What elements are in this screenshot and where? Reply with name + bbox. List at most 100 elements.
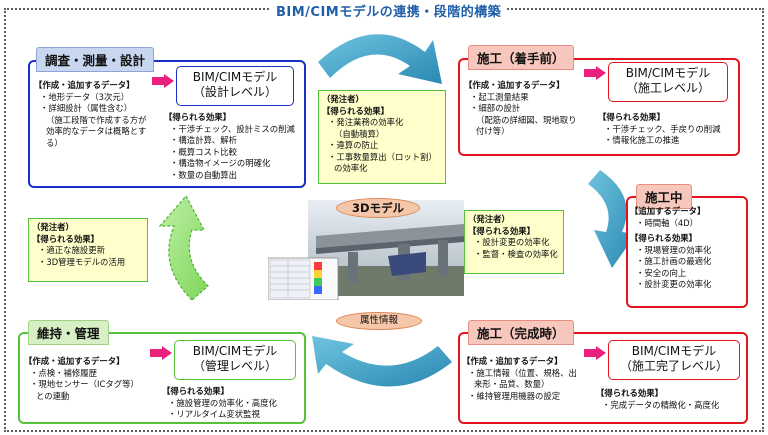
construct-mid-effect: ・安全の向上 [636, 267, 687, 278]
construct-mid-header: 施工中 [636, 184, 692, 209]
owner-effects-heading: 【得られる効果】 [322, 105, 389, 116]
arrow-right-icon [584, 346, 606, 360]
design-effects: 【得られる効果】 ・干渉チェック、設計ミスの削減 ・構造計算、解析 ・概算コスト… [164, 112, 295, 181]
maintenance-data-heading: 【作成・追加するデータ】 [24, 356, 125, 366]
maintenance-data: 【作成・追加するデータ】 ・点検・補修履歴 ・現地センサー（ICタグ等） との連… [24, 356, 139, 402]
construct-start-model-box: BIM/CIMモデル （施工レベル） [608, 62, 728, 102]
design-effect: ・概算コスト比較 [170, 146, 237, 157]
model-name: BIM/CIMモデル [625, 66, 711, 80]
maintenance-data-item: ・現地センサー（ICタグ等） [30, 379, 139, 389]
model-level: （管理レベル） [192, 359, 277, 373]
flow-arrow-right [588, 170, 636, 268]
construct-mid-effect: ・施工計画の最適化 [636, 256, 712, 266]
owner-effects-heading: 【得られる効果】 [32, 233, 99, 244]
construct-done-header: 施工（完成時） [468, 320, 574, 345]
construct-done-effect: ・完成データの精緻化・高度化 [602, 399, 720, 410]
design-data: 【作成・追加するデータ】 ・地形データ（3次元） ・詳細設計（属性含む） （施工… [34, 80, 147, 149]
owner-heading: （発注者） [32, 222, 74, 232]
design-header: 調査・測量・設計 [36, 47, 155, 72]
construct-done-data: 【作成・追加するデータ】 ・施工情報（位置、規格、出 来形・品質、数量） ・維持… [462, 356, 577, 402]
construct-done-data-item: ・施工情報（位置、規格、出 [468, 367, 577, 378]
arrow-right-icon [150, 346, 172, 360]
design-data-item: （施工段階で作成する方が [46, 114, 147, 125]
design-data-item: ・地形データ（3次元） [40, 91, 130, 102]
design-effect: ・構造物イメージの明確化 [170, 158, 271, 168]
model-name: BIM/CIMモデル [631, 344, 717, 358]
construct-done-model-box: BIM/CIMモデル （施工完了レベル） [608, 340, 740, 380]
bridge-3d-model-image [268, 200, 464, 300]
construct-done-effects-heading: 【得られる効果】 [596, 388, 663, 398]
construct-mid-data-item: ・時間軸（4D） [636, 217, 699, 228]
owner-effect: ・適正な施設更新 [38, 245, 105, 255]
maintenance-effects-heading: 【得られる効果】 [162, 386, 229, 396]
design-data-heading: 【作成・追加するデータ】 [34, 80, 135, 90]
construct-mid-effects-heading: 【得られる効果】 [630, 233, 697, 243]
construct-done-data-item: 来形・品質、数量） [474, 379, 550, 389]
maintenance-data-item: との連動 [36, 390, 70, 401]
main-title: BIM/CIMモデルの連携・段階的構築 [270, 1, 508, 20]
design-effect: ・干渉チェック、設計ミスの削減 [170, 123, 295, 134]
flow-arrow-top [318, 34, 442, 84]
construct-start-effects-heading: 【得られる効果】 [598, 112, 665, 122]
construct-done-data-heading: 【作成・追加するデータ】 [462, 356, 563, 366]
maintenance-effects: 【得られる効果】 ・施設管理の効率化・高度化 ・リアルタイム変状監視 [162, 386, 277, 421]
construct-start-data: 【作成・追加するデータ】 ・起工測量結果 ・細部の設計 （配筋の詳細図、現地取り… [464, 80, 577, 138]
construct-start-effect: ・情報化施工の推進 [604, 135, 680, 145]
owner-design-box [318, 90, 446, 184]
construct-start-header: 施工（着手前） [468, 45, 574, 70]
owner-effect: ・工事数量算出（ロット割） [328, 151, 437, 162]
construct-start-effects: 【得られる効果】 ・干渉チェック、手戻りの削減 ・情報化施工の推進 [598, 112, 721, 147]
construct-start-data-heading: 【作成・追加するデータ】 [464, 80, 565, 90]
construct-start-effect: ・干渉チェック、手戻りの削減 [604, 123, 721, 134]
3d-model-label: 3Dモデル [336, 198, 420, 218]
design-effect: ・構造計算、解析 [170, 135, 237, 145]
construct-start-data-item: ・細部の設計 [470, 103, 521, 113]
owner-effect: ・設計変更の効率化 [474, 237, 550, 247]
owner-maint-box [28, 218, 148, 282]
owner-construct-box [464, 210, 564, 274]
construct-start-data-item: （配筋の詳細図、現地取り [476, 114, 577, 125]
maintenance-model-box: BIM/CIMモデル （管理レベル） [174, 340, 296, 380]
construct-start-data-item: ・起工測量結果 [470, 91, 529, 102]
construct-done-data-item: ・維持管理用機器の設定 [468, 390, 561, 401]
owner-heading: （発注者） [322, 94, 364, 104]
maintenance-effect: ・施設管理の効率化・高度化 [168, 397, 277, 408]
model-level: （設計レベル） [192, 85, 277, 99]
construct-start-data-item: 付け等） [476, 126, 510, 136]
maintenance-effect: ・リアルタイム変状監視 [168, 409, 260, 419]
maintenance-header: 維持・管理 [28, 320, 109, 345]
model-name: BIM/CIMモデル [192, 70, 278, 84]
owner-heading: （発注者） [468, 214, 510, 224]
owner-design-text: （発注者） 【得られる効果】 ・発注業務の効率化 （自動積算） ・違算の防止 ・… [322, 94, 437, 175]
construct-mid-effect: ・現場管理の効率化 [636, 244, 712, 255]
owner-effect: ・監督・検査の効率化 [474, 248, 558, 259]
design-data-item: ・詳細設計（属性含む） [40, 103, 133, 113]
construct-mid-text: 【追加するデータ】 ・時間軸（4D） 【得られる効果】 ・現場管理の効率化 ・施… [630, 206, 711, 291]
construct-mid-effect: ・設計変更の効率化 [636, 279, 712, 289]
design-model-box: BIM/CIMモデル （設計レベル） [176, 66, 294, 106]
owner-maint-text: （発注者） 【得られる効果】 ・適正な施設更新 ・3D管理モデルの活用 [32, 222, 125, 268]
construct-mid-panel [626, 196, 748, 308]
owner-effect: の効率化 [334, 163, 368, 173]
owner-effect: （自動積算） [334, 128, 385, 139]
arrow-right-icon [584, 66, 606, 80]
design-data-item: 効率的なデータは概略とす [46, 126, 147, 136]
model-level: （施工レベル） [625, 81, 710, 95]
owner-effect: ・違算の防止 [328, 140, 379, 150]
design-data-item: る） [46, 137, 63, 148]
owner-effects-heading: 【得られる効果】 [468, 225, 535, 236]
design-effects-heading: 【得られる効果】 [164, 112, 231, 122]
design-effect: ・数量の自動算出 [170, 169, 237, 180]
owner-construct-text: （発注者） 【得られる効果】 ・設計変更の効率化 ・監督・検査の効率化 [468, 214, 558, 260]
maintenance-data-item: ・点検・補修履歴 [30, 367, 97, 378]
arrow-right-icon [152, 74, 174, 88]
attribute-info-label: 属性情報 [336, 312, 422, 330]
construct-done-effects: 【得られる効果】 ・完成データの精緻化・高度化 [596, 388, 719, 411]
owner-effect: ・3D管理モデルの活用 [38, 256, 126, 267]
flow-arrow-bottom [312, 336, 452, 387]
flow-arrow-left [158, 194, 209, 301]
model-level: （施工完了レベル） [619, 359, 728, 373]
construct-mid-data-heading: 【追加するデータ】 [630, 206, 706, 216]
owner-effect: ・発注業務の効率化 [328, 117, 404, 127]
